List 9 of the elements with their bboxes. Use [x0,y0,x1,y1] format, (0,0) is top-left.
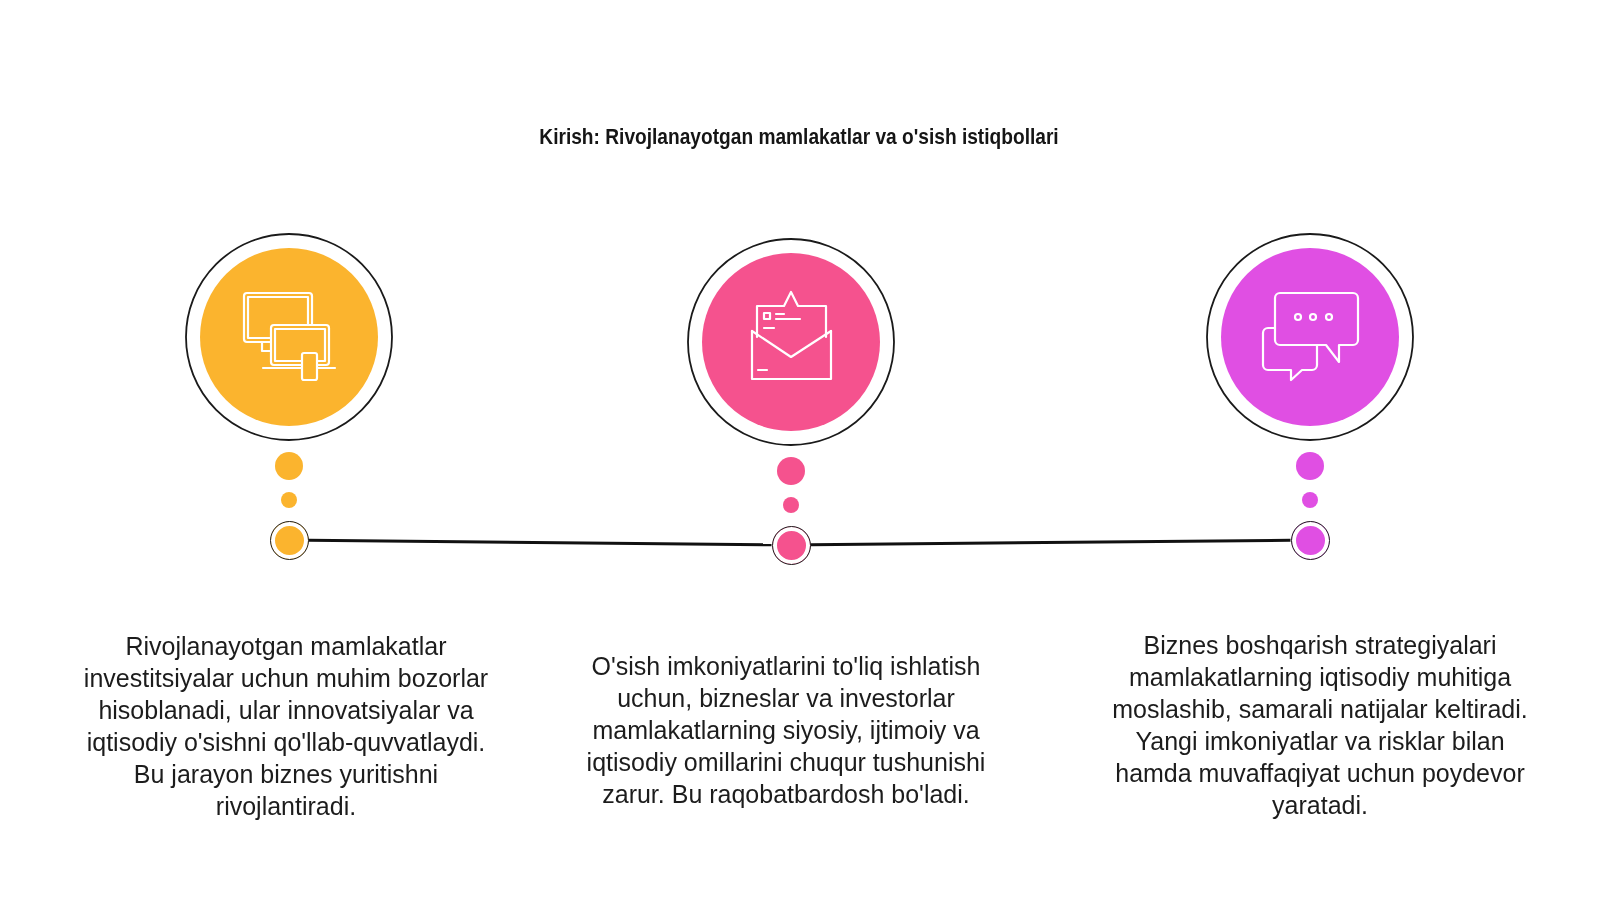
description-text: Biznes boshqarish strategiyalari mamlakatlarning iqtisodiy muhitiga moslashib, samarali natijalar keltiradi. Yangi imkoniyatlar va risklar bilan hamda muvaffaqiyat uchun poydevor yaratadi. [1111,630,1529,821]
timeline-marker [1290,520,1330,560]
timeline-line [308,538,772,547]
diagram-title: Kirish: Rivojlanayotgan mamlakatlar va o'sish istiqbollari [539,124,1059,150]
description-text: Rivojlanayotgan mamlakatlar investitsiyalar uchun muhim bozorlar hisoblanadi, ular innovatsiyalar va iqtisodiy o'sishni qo'llab-quvvatlaydi. Bu jarayon biznes yuritishni rivojlantiradi. [82,631,490,822]
timeline-marker [771,525,811,565]
description-text: O'sish imkoniyatlarini to'liq ishlatish uchun, bizneslar va investorlar mamlakatlarning siyosiy, ijtimoiy va iqtisodiy omillarini chuqur tushunishi zarur. Bu raqobatbardosh bo'ladi. [585,651,987,810]
timeline-marker [269,520,309,560]
timeline-line [810,538,1291,547]
